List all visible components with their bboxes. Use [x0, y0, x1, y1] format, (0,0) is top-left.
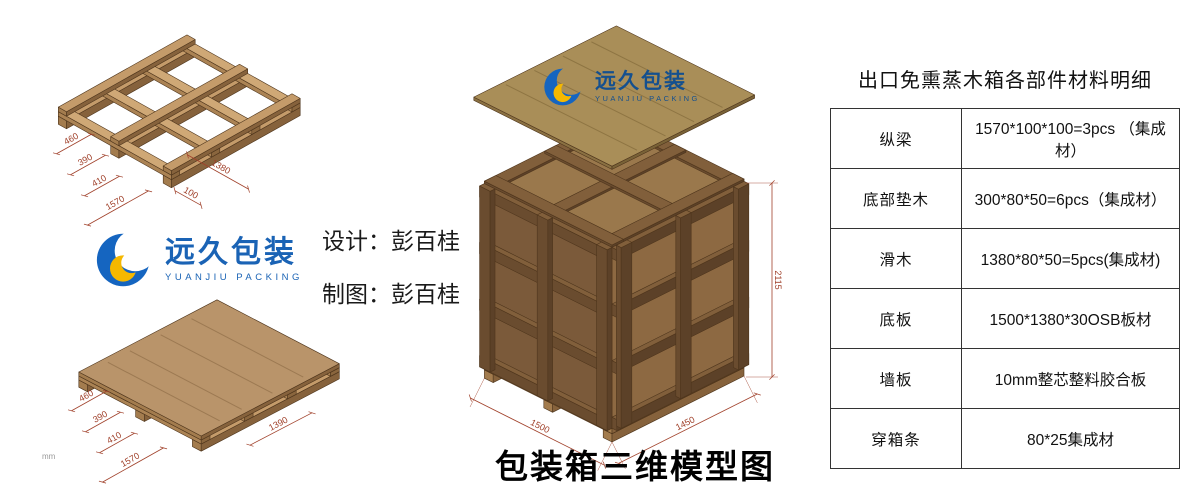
- unit-note: mm: [42, 452, 56, 461]
- wood-face: [606, 247, 613, 431]
- lid-logo-icon: [544, 68, 582, 106]
- wood-beam: [479, 183, 496, 373]
- part-name-cell: 纵梁: [830, 108, 962, 169]
- part-spec-cell: 10mm整芯整料胶合板: [961, 348, 1180, 409]
- wood-face: [489, 188, 496, 373]
- brand-name-en: YUANJIU PACKING: [165, 271, 303, 283]
- wood-face: [616, 239, 633, 248]
- logo-yellow-swirl: [553, 83, 572, 103]
- draft-credit: 制图：彭百桂: [322, 281, 460, 307]
- brand-logo-icon: [96, 233, 150, 287]
- dimension-label: 390: [76, 152, 94, 168]
- materials-table-title: 出口免熏蒸木箱各部件材料明细: [858, 70, 1152, 92]
- dimension-label: 460: [62, 131, 80, 147]
- table-row: 滑木 1380*80*50=5pcs(集成材): [830, 228, 1180, 289]
- wood-face: [675, 209, 692, 219]
- materials-table: 纵梁 1570*100*100=3pcs （集成材） 底部垫木 300*80*5…: [830, 108, 1180, 469]
- part-name-cell: 底板: [830, 288, 962, 349]
- wood-beam: [473, 25, 755, 170]
- wood-beam: [110, 63, 248, 146]
- part-spec-cell: 1380*80*50=5pcs(集成材): [961, 228, 1180, 289]
- lid-logo: 远久包装 YUANJIU PACKING: [543, 66, 700, 108]
- wood-face: [536, 212, 553, 221]
- wood-face: [596, 244, 608, 431]
- wood-face: [733, 186, 739, 371]
- wood-beam: [616, 239, 633, 429]
- wood-beam: [78, 299, 340, 441]
- wood-face: [162, 93, 301, 171]
- brand-logo-text: 远久包装 YUANJIU PACKING: [165, 235, 303, 283]
- part-name-cell: 底部垫木: [830, 168, 962, 229]
- wood-face: [479, 183, 496, 192]
- wood-face: [596, 241, 613, 251]
- wood-face: [479, 185, 491, 373]
- brand-name-cn: 远久包装: [165, 235, 297, 269]
- dimension-label: 2115: [773, 270, 783, 289]
- wood-face: [547, 217, 553, 402]
- wood-beam: [484, 175, 624, 248]
- table-row: 穿箱条 80*25集成材: [830, 408, 1180, 469]
- wood-face: [680, 212, 692, 400]
- part-name-cell: 穿箱条: [830, 408, 962, 469]
- lid-logo-text: 远久包装 YUANJIU PACKING: [595, 71, 700, 103]
- credits: 设计：彭百桂 制图：彭百桂: [322, 222, 460, 309]
- lid-brand-name-en: YUANJIU PACKING: [595, 94, 700, 104]
- part-spec-cell: 1570*100*100=3pcs （集成材）: [961, 108, 1180, 169]
- dimension-label: 460: [77, 388, 95, 404]
- wood-face: [110, 63, 248, 142]
- logo-yellow-swirl: [110, 255, 137, 282]
- wood-face: [616, 244, 622, 429]
- part-spec-cell: 1500*1380*30OSB板材: [961, 288, 1180, 349]
- part-name-cell: 墙板: [830, 348, 962, 409]
- wood-beam: [596, 241, 613, 431]
- page-title: 包装箱三维模型图: [495, 448, 775, 485]
- wood-beam: [675, 209, 692, 400]
- wood-face: [78, 299, 340, 437]
- dimension-label: 100: [182, 185, 200, 201]
- dimension-label: 390: [91, 409, 109, 425]
- table-row: 底部垫木 300*80*50=6pcs（集成材）: [830, 168, 1180, 229]
- wood-face: [473, 25, 755, 167]
- wood-face: [536, 214, 549, 402]
- wood-beam: [733, 181, 750, 371]
- wood-face: [620, 242, 633, 429]
- table-row: 墙板 10mm整芯整料胶合板: [830, 348, 1180, 409]
- wood-beam: [57, 34, 196, 117]
- part-name-cell: 滑木: [830, 228, 962, 289]
- lid-brand-name-cn: 远久包装: [595, 70, 687, 94]
- wood-face: [484, 175, 624, 246]
- part-spec-cell: 80*25集成材: [961, 408, 1180, 469]
- dimension-label: 410: [105, 430, 123, 446]
- wood-face: [57, 34, 196, 112]
- wood-beam: [162, 93, 301, 176]
- wood-beam: [536, 212, 553, 402]
- dimension-label: 410: [90, 173, 108, 189]
- design-credit: 设计：彭百桂: [322, 228, 460, 254]
- wood-face: [737, 183, 750, 371]
- brand-logo: 远久包装 YUANJIU PACKING: [95, 230, 303, 290]
- wood-face: [675, 215, 681, 400]
- table-row: 底板 1500*1380*30OSB板材: [830, 288, 1180, 349]
- table-row: 纵梁 1570*100*100=3pcs （集成材）: [830, 108, 1180, 169]
- part-spec-cell: 300*80*50=6pcs（集成材）: [961, 168, 1180, 229]
